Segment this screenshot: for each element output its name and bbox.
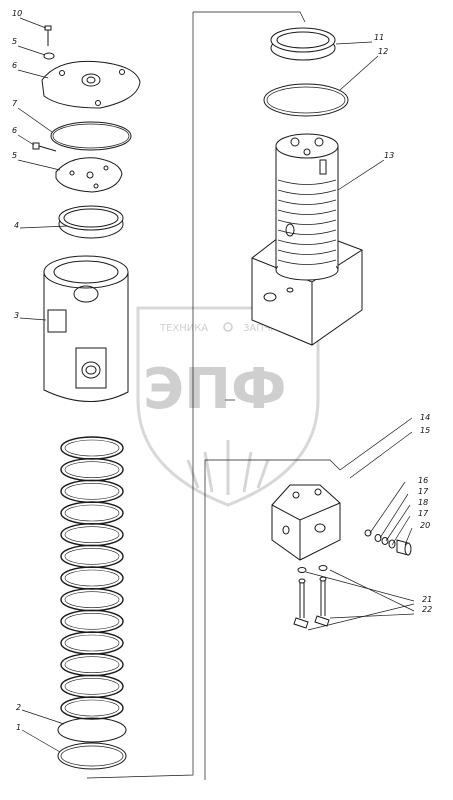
label-18: 18 xyxy=(418,498,428,507)
part-6-bolt xyxy=(32,142,57,152)
part-2-ring xyxy=(57,717,127,743)
part-1-ring xyxy=(57,742,127,770)
label-13: 13 xyxy=(384,151,394,160)
spring-coil-inner xyxy=(64,526,120,543)
spring-coil-inner xyxy=(64,613,120,630)
callout-labels: 10 5 6 7 6 5 4 3 2 1 11 12 13 14 15 16 1… xyxy=(12,9,432,732)
part-21-22-bolts xyxy=(293,565,330,629)
label-6: 6 xyxy=(12,126,17,135)
spring-coil-inner xyxy=(64,591,120,608)
label-20: 20 xyxy=(420,521,430,530)
part-12-o-ring xyxy=(263,83,349,117)
spool-groove xyxy=(277,179,337,185)
callout-leader-lines xyxy=(17,17,415,753)
spool-groove xyxy=(277,239,337,245)
part-spring xyxy=(60,436,124,720)
spring-coil-inner xyxy=(64,569,120,587)
part-13-valve-body xyxy=(251,133,363,346)
part-10-bolt xyxy=(44,25,52,46)
label-1: 1 xyxy=(16,723,21,732)
spring-coil xyxy=(60,696,124,720)
spring-coil-inner xyxy=(64,678,120,695)
part-5-plate xyxy=(55,157,123,193)
spool-groove xyxy=(277,209,337,215)
part-16-20-seal-stack xyxy=(364,529,412,556)
wheat-icon xyxy=(186,440,270,495)
spool-groove xyxy=(277,259,337,265)
spring-coil-inner xyxy=(64,548,120,565)
part-11-cup-ring xyxy=(270,27,336,61)
label-2: 2 xyxy=(16,703,21,712)
label-16: 16 xyxy=(418,476,428,485)
label-22: 22 xyxy=(422,605,432,614)
part-7-o-ring xyxy=(50,121,132,151)
spring-coil-inner xyxy=(64,483,120,500)
part-4-sleeve-ring xyxy=(58,205,124,239)
watermark-text-right: ЗАПЧАСТИ xyxy=(243,323,298,334)
part-8-top-cover xyxy=(41,60,141,109)
spool-groove xyxy=(277,249,337,255)
label-9: 5 xyxy=(12,37,17,46)
spool-groove xyxy=(277,229,337,235)
label-3: 3 xyxy=(14,311,19,320)
part-9-washer xyxy=(43,52,55,60)
label-7: 7 xyxy=(12,99,18,108)
spring-coil-inner xyxy=(64,504,120,522)
part-14-15-manifold-block xyxy=(271,484,341,561)
label-4: 4 xyxy=(14,221,19,230)
spring-coil-inner xyxy=(64,439,120,457)
spool-groove xyxy=(277,189,337,195)
label-5: 5 xyxy=(12,151,17,160)
label-21: 21 xyxy=(422,595,432,604)
label-11: 11 xyxy=(374,33,384,42)
label-17b: 17 xyxy=(418,509,429,518)
spring-coil-inner xyxy=(64,656,120,673)
spring-coil-inner xyxy=(64,634,120,652)
assembly-connector-lines xyxy=(86,11,341,780)
label-14: 14 xyxy=(420,413,430,422)
spring-coil-inner xyxy=(64,699,120,717)
part-3-housing xyxy=(43,255,129,402)
watermark-emblem: ТЕХНИКА ЗАПЧАСТИ ЭПФ xyxy=(136,306,320,507)
gear-icon xyxy=(223,322,233,332)
spring-coil-inner xyxy=(64,461,120,478)
label-10: 10 xyxy=(12,9,22,18)
label-12: 12 xyxy=(378,47,388,56)
label-15: 15 xyxy=(420,426,430,435)
watermark-main-text: ЭПФ xyxy=(143,357,287,422)
spool-groove xyxy=(277,199,337,205)
watermark-text-left: ТЕХНИКА xyxy=(159,323,208,334)
label-8: 6 xyxy=(12,61,17,70)
spool-groove xyxy=(277,219,337,225)
label-17a: 17 xyxy=(418,487,429,496)
